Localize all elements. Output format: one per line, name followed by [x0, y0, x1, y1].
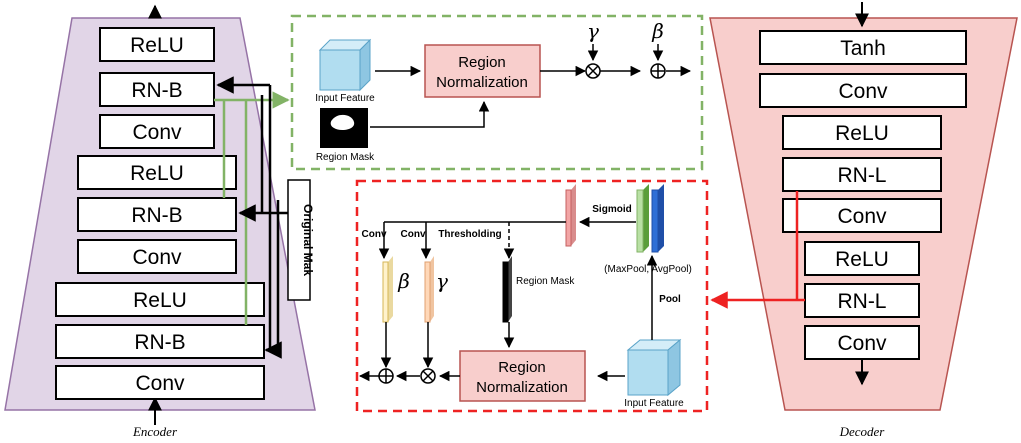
pooled-features	[636, 184, 664, 253]
mask-connectors	[216, 76, 290, 359]
original-mask-box	[287, 179, 311, 301]
rnl-beta: β	[397, 269, 410, 293]
thresholding-label: Thresholding	[438, 229, 501, 240]
rnl-rn-line2: Normalization	[476, 379, 568, 396]
decoder-layer-2: Conv	[838, 80, 888, 103]
decoder-layer-7: RN-L	[837, 290, 886, 313]
rnb-input-feature-label: Input Feature	[315, 93, 375, 104]
rnl-arrows	[358, 216, 658, 382]
rnl-gamma: γ	[436, 269, 448, 293]
pool-label: Pool	[659, 294, 681, 305]
decoder-layer-5: Conv	[837, 205, 887, 228]
encoder-layer-3: Conv	[132, 121, 182, 144]
encoder-layer-6: Conv	[132, 246, 182, 269]
encoder-layer-7: ReLU	[133, 289, 187, 312]
rnl-input-feature-cube	[626, 338, 682, 397]
gamma-map	[424, 256, 434, 323]
encoder-caption: Encoder	[132, 424, 178, 439]
rnl-multiply-op	[420, 368, 436, 384]
encoder-layer-9: Conv	[135, 372, 185, 395]
encoder-layers: ReLU RN-B Conv ReLU RN-B Conv ReLU RN-B …	[55, 27, 265, 400]
pool-type-label: (MaxPool, AvgPool)	[604, 264, 692, 275]
conv-label-2: Conv	[401, 229, 426, 240]
rnl-region-mask-label: Region Mask	[516, 276, 575, 287]
decoder-caption: Decoder	[839, 424, 886, 439]
red-connector	[710, 191, 805, 309]
beta-map	[382, 256, 393, 323]
decoder-layer-8: Conv	[837, 332, 887, 355]
encoder: Encoder ReLU RN-B Conv ReLU RN-B Conv Re…	[4, 4, 316, 439]
encoder-layer-4: ReLU	[130, 162, 184, 185]
rnl-add-op	[378, 368, 394, 384]
rnb-panel-border	[290, 14, 704, 171]
rnl-rn-line1: Region	[498, 359, 546, 376]
encoder-layer-2: RN-B	[131, 79, 182, 102]
decoder: Decoder Tanh Conv ReLU RN-L Conv ReLU RN…	[709, 2, 1018, 439]
rnb-rn-line1: Region	[458, 54, 506, 71]
encoder-layer-5: RN-B	[131, 204, 182, 227]
rnb-panel: Input Feature Region Mask Region Normali…	[290, 14, 704, 171]
rnb-beta: β	[651, 19, 664, 43]
original-mask-label: Original Mak	[301, 204, 315, 276]
rnb-multiply-op	[585, 63, 601, 79]
decoder-layer-4: RN-L	[837, 164, 886, 187]
sigmoid-map	[565, 184, 576, 247]
region-mask-image	[320, 108, 368, 148]
sigmoid-label: Sigmoid	[592, 204, 631, 215]
rnl-region-normalization-box	[459, 350, 586, 402]
rnb-add-op	[650, 63, 666, 79]
decoder-layer-3: ReLU	[835, 122, 889, 145]
decoder-layers: Tanh Conv ReLU RN-L Conv ReLU RN-L Conv	[759, 30, 967, 360]
encoder-layer-8: RN-B	[134, 331, 185, 354]
rnb-arrows	[370, 44, 692, 128]
encoder-layer-1: ReLU	[130, 34, 184, 57]
input-feature-cube	[318, 38, 372, 92]
decoder-layer-1: Tanh	[840, 37, 886, 60]
rnb-rn-line2: Normalization	[436, 74, 528, 91]
rnl-region-mask-map	[502, 256, 512, 323]
rnb-gamma: γ	[587, 19, 599, 43]
conv-label-1: Conv	[362, 229, 387, 240]
decoder-layer-6: ReLU	[835, 248, 889, 271]
rnl-panel-border	[355, 179, 709, 413]
rnl-panel: (MaxPool, AvgPool) Sigmoid β γ Region Ma…	[355, 179, 709, 413]
rnl-input-feature-label: Input Feature	[624, 398, 684, 409]
rnb-region-mask-label: Region Mask	[316, 152, 375, 163]
